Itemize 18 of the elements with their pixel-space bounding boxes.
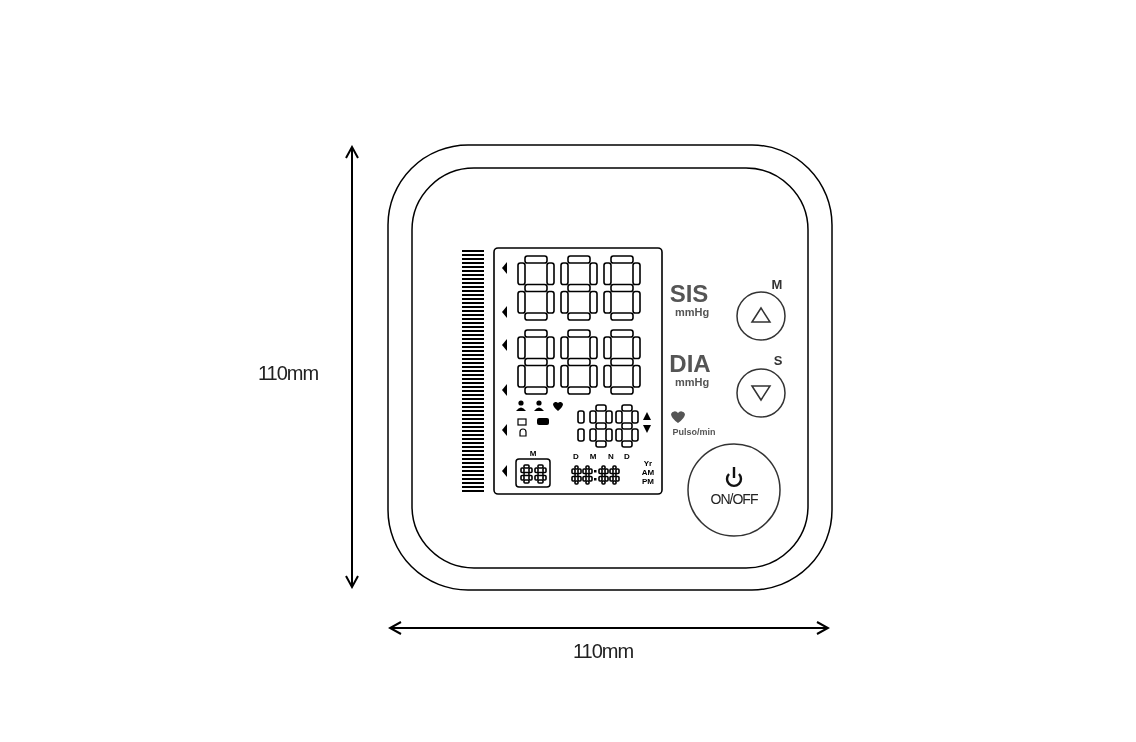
measurement-label: SIS	[669, 282, 709, 306]
unit-label: mmHg	[674, 376, 710, 388]
lcd-label: M	[529, 450, 537, 458]
button-label: S	[773, 353, 783, 367]
button-label: M	[771, 277, 783, 291]
button-label: ON/OFF	[710, 492, 758, 506]
lcd-label: D	[573, 453, 579, 461]
lcd-label: PM	[642, 478, 654, 486]
unit-label: mmHg	[674, 306, 710, 318]
lcd-label: Yr	[643, 460, 653, 468]
lcd-label: M	[589, 453, 597, 461]
dimension-label: 110mm	[257, 363, 319, 383]
lcd-label: AM	[641, 469, 655, 477]
lcd-label: D	[624, 453, 630, 461]
dimension-label: 110mm	[572, 641, 634, 661]
lcd-label: N	[608, 453, 614, 461]
unit-label: Pulso/min	[672, 427, 716, 437]
measurement-label: DIA	[669, 352, 711, 376]
